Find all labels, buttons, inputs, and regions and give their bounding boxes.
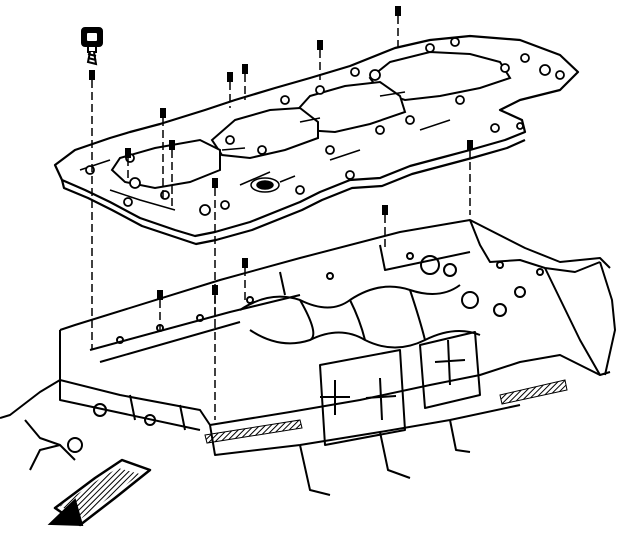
bolt-detail — [81, 27, 103, 66]
bolt-icon — [160, 108, 166, 118]
bolt-icon — [382, 205, 388, 215]
bolt-icon — [395, 6, 401, 16]
bolt-icon — [242, 258, 248, 268]
block-hatched-strip — [204, 419, 303, 444]
bolt-icon — [212, 178, 218, 188]
bolt-icon — [317, 40, 323, 50]
front-arrow-icon — [47, 458, 152, 527]
bolt-icon — [169, 140, 175, 150]
block-hatched-strip-right — [499, 379, 568, 405]
bedplate-holes — [85, 37, 565, 216]
engine-block — [0, 219, 616, 496]
bolt-icon — [212, 285, 218, 295]
alignment-bolts — [89, 6, 473, 420]
bedplate-ribs — [79, 91, 451, 211]
bolt-icon — [89, 70, 95, 80]
bolt-icon — [242, 64, 248, 74]
bolt-icon — [125, 148, 131, 158]
bolt-icon — [467, 140, 473, 150]
bedplate-sensor — [250, 175, 296, 193]
bolt-icon — [157, 290, 163, 300]
bolt-icon — [227, 72, 233, 82]
bedplate-windows — [110, 50, 512, 190]
